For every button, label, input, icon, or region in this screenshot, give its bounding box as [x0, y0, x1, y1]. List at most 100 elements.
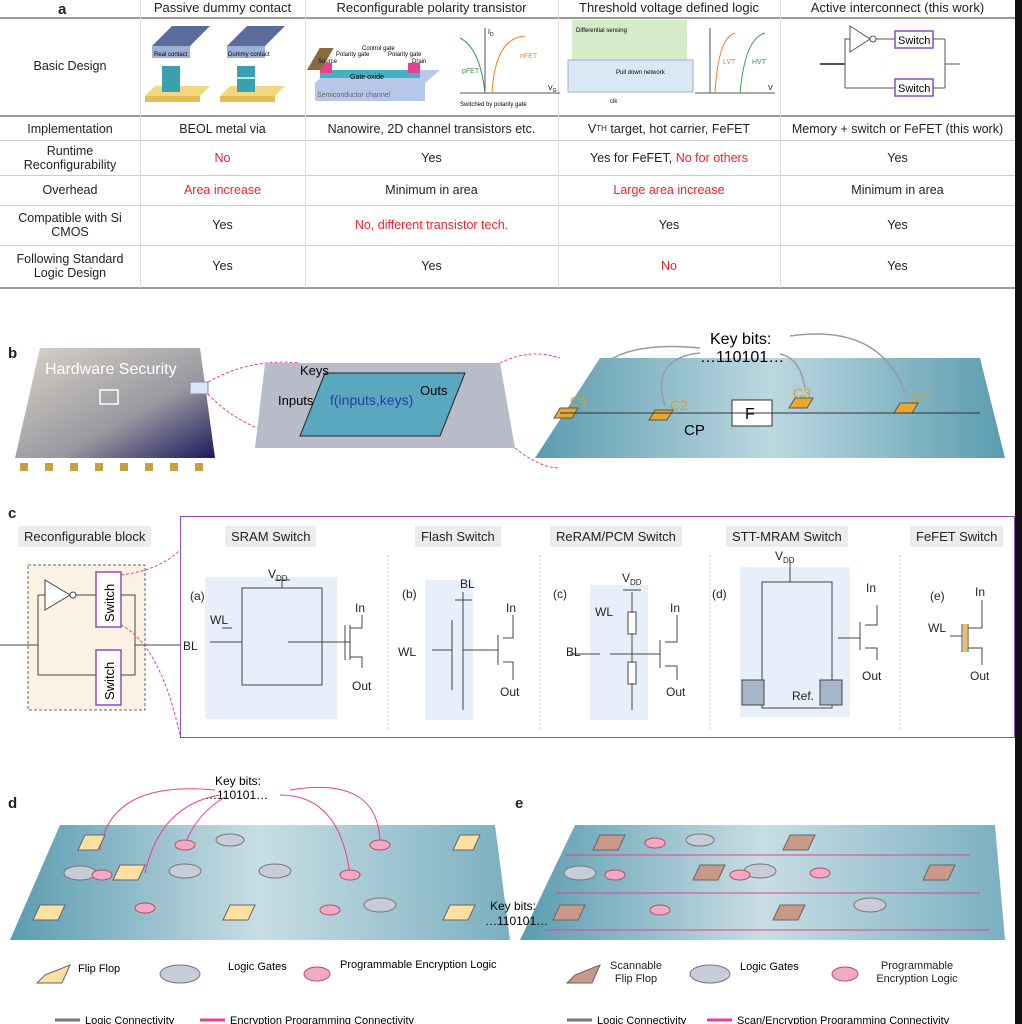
- diagram-label: Switched by polarity gate: [460, 102, 527, 108]
- diagram-shape: [739, 32, 766, 94]
- diagram-shape: [788, 397, 814, 409]
- diagram-shape: [644, 837, 666, 849]
- diagram-shape: [168, 863, 202, 879]
- diagram-label: Hardware Security: [45, 361, 177, 378]
- lock-icon: [99, 389, 119, 405]
- diagram-label: DD: [276, 574, 288, 583]
- diagram-shape: [387, 555, 901, 730]
- diagram-shape: [545, 854, 990, 931]
- diagram-label: WL: [928, 621, 946, 635]
- diagram-shape: [369, 839, 391, 851]
- diagram-label: Drain: [412, 59, 426, 65]
- diagram-shape: [627, 661, 637, 685]
- cell: Area increase: [183, 183, 262, 197]
- basic-design-illustrations: Real contact Dummy contact Semiconductor…: [145, 20, 960, 108]
- diagram-label: WL: [210, 613, 228, 627]
- diagram-shape: [145, 96, 200, 102]
- diagram-label: nFET: [520, 53, 538, 60]
- diagram-shape: [499, 353, 561, 469]
- reconfigurable-block: Switch Switch: [0, 550, 181, 736]
- diagram-label: Real contact: [154, 52, 188, 58]
- diagram-label: (c): [553, 587, 567, 601]
- diagram-shape: [922, 864, 956, 881]
- cell: Yes: [887, 150, 908, 165]
- diagram-shape: [950, 600, 983, 665]
- dummy-contact-illustration: Dummy contact: [220, 26, 285, 102]
- diagram-shape: [567, 59, 694, 93]
- diagram-shape: [99, 786, 381, 876]
- diagram-label: Keys: [300, 363, 329, 378]
- diagram-label: WL: [398, 645, 416, 659]
- cell: BEOL metal via: [179, 121, 266, 136]
- diagram-shape: [303, 966, 331, 982]
- cell: Memory + switch or FeFET (this work): [791, 121, 1004, 136]
- diagram-label: In: [670, 601, 680, 615]
- diagram-shape: [32, 834, 481, 921]
- diagram-label: Polarity gate: [336, 52, 370, 58]
- diagram-shape: [227, 46, 265, 58]
- cell-part-red: No for others: [672, 150, 748, 165]
- diagram-shape: [35, 964, 71, 984]
- diagram-label: …110101…: [485, 914, 548, 928]
- divider: [780, 0, 781, 288]
- diagram-label: In: [975, 585, 985, 599]
- col-header-active: Active interconnect (this work): [810, 0, 985, 15]
- divider: [0, 287, 1015, 289]
- reconfigurable-block-title: Reconfigurable block: [18, 526, 152, 547]
- diagram-label: Logic Connectivity: [597, 1015, 687, 1024]
- col-header-dummy-contact: Passive dummy contact: [153, 0, 292, 15]
- diagram-shape: [120, 463, 128, 471]
- diagram-label: Dummy contact: [228, 52, 270, 58]
- diagram-shape: [772, 904, 806, 921]
- diagram-shape: VDD: [268, 567, 288, 583]
- diagram-shape: [306, 48, 334, 70]
- diagram-shape: [320, 63, 332, 73]
- diagram-shape: [174, 839, 196, 851]
- cell: Yes: [421, 150, 442, 165]
- cell: Nanowire, 2D channel transistors etc.: [327, 121, 536, 136]
- diagram-label: BL: [566, 645, 581, 659]
- diagram-shape: [869, 35, 877, 43]
- diagram-shape: ID: [488, 29, 494, 38]
- title-flash: Flash Switch: [415, 526, 501, 547]
- diagram-shape: [63, 865, 97, 881]
- diagram-shape: [299, 372, 466, 437]
- diagram-label: Pull down network: [616, 70, 666, 76]
- diagram-shape: [963, 624, 967, 652]
- diagram-shape: [15, 348, 215, 458]
- vth-text: target, hot carrier, FeFET: [610, 121, 751, 136]
- diagram-label: f(inputs,keys): [330, 392, 413, 408]
- diagram-label: Inputs: [278, 393, 314, 408]
- diagram-shape: VG: [548, 85, 557, 94]
- diagram-label: Key bits:: [710, 331, 771, 348]
- real-contact-illustration: Real contact: [145, 26, 210, 102]
- diagram-shape: [319, 904, 341, 916]
- diagram-label: Out: [352, 679, 372, 693]
- diagram-shape: [584, 333, 906, 407]
- diagram-label: Outs: [420, 383, 448, 398]
- diagram-shape: [162, 66, 180, 92]
- diagram-shape: [408, 63, 420, 73]
- diagram-shape: [91, 869, 113, 881]
- diagram-label: DD: [630, 578, 642, 587]
- diagram-label: Logic Gates: [228, 961, 287, 973]
- diagram-label: V: [622, 571, 630, 585]
- flash-switch: [425, 580, 514, 720]
- diagram-label: (a): [190, 589, 205, 603]
- diagram-label: Flip Flop: [78, 963, 120, 975]
- diagram-label: CP: [684, 422, 705, 439]
- cell: Yes: [658, 218, 680, 232]
- diagram-label: …110101…: [205, 788, 268, 802]
- divider: [0, 140, 1015, 141]
- diagram-label: In: [866, 581, 876, 595]
- active-interconnect-illustration: Switch Switch: [820, 25, 960, 97]
- diagram-label: V: [775, 550, 783, 563]
- diagram-shape: [63, 833, 397, 913]
- cell: No, different transistor tech.: [354, 218, 509, 232]
- diagram-shape: [145, 463, 153, 471]
- cell: Yes: [212, 218, 233, 232]
- diagram-label: Programmable Encryption Logic: [340, 959, 497, 971]
- cell: Minimum in area: [385, 183, 478, 197]
